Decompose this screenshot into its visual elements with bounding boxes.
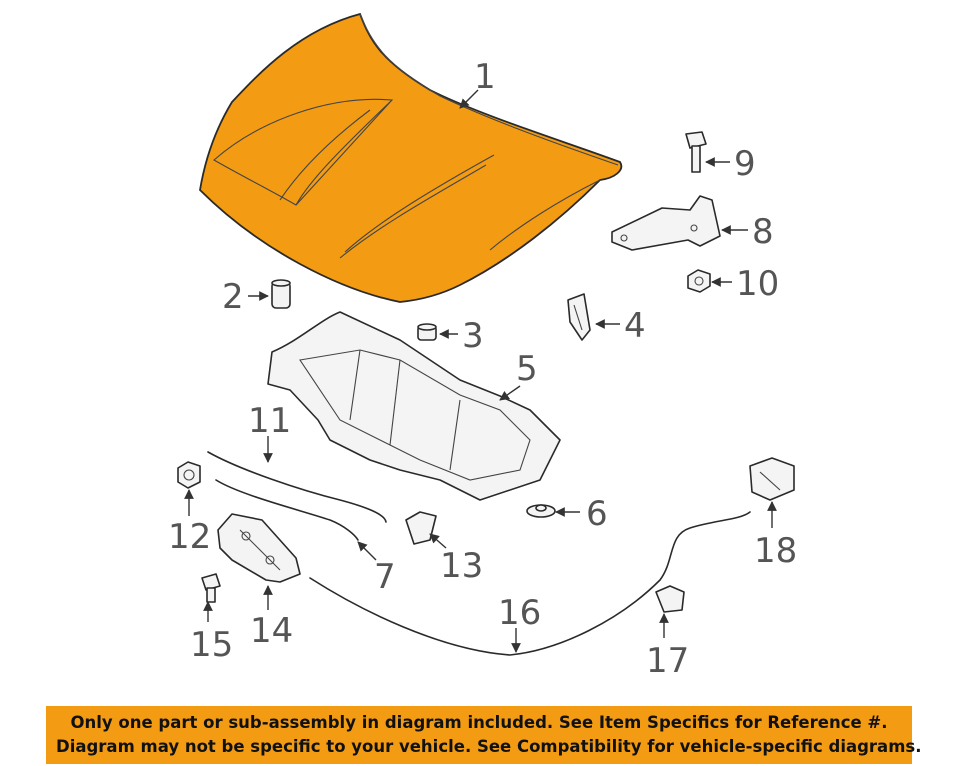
grommet-part-12 [177, 461, 201, 489]
nut-part-10 [687, 269, 711, 293]
hood-part [199, 12, 623, 303]
callout-2: 2 [222, 277, 244, 317]
clip-part-6 [526, 504, 556, 518]
bolt-part-15 [201, 573, 221, 603]
hood-insulator-part [267, 311, 561, 501]
callout-7: 7 [374, 557, 396, 597]
callout-14: 14 [250, 611, 293, 651]
clip-part-17 [655, 585, 685, 613]
callout-5: 5 [516, 349, 538, 389]
callout-12: 12 [168, 517, 211, 557]
callout-18: 18 [754, 531, 797, 571]
callout-11: 11 [248, 401, 291, 441]
callout-13: 13 [440, 546, 483, 586]
hinge-part [611, 195, 721, 251]
disclaimer-banner: Only one part or sub-assembly in diagram… [46, 706, 922, 764]
disclaimer-line-2: Diagram may not be specific to your vehi… [56, 737, 922, 756]
callout-1: 1 [474, 57, 496, 97]
callout-16: 16 [498, 593, 541, 633]
release-cable-part [309, 511, 751, 656]
callout-8: 8 [752, 212, 774, 252]
bolt-part-9 [685, 131, 707, 173]
bumper-stop-part [271, 279, 291, 309]
clip-part-13 [405, 511, 437, 545]
leader-lines [184, 89, 777, 653]
callout-17: 17 [646, 641, 689, 681]
disclaimer-line-1: Only one part or sub-assembly in diagram… [70, 713, 888, 732]
callout-6: 6 [586, 494, 608, 534]
callout-10: 10 [736, 264, 779, 304]
callout-labels: 1 2 3 4 5 6 7 8 9 10 11 12 13 14 15 16 1… [168, 57, 797, 681]
callout-9: 9 [734, 144, 756, 184]
parts-diagram: 1 2 3 4 5 6 7 8 9 10 11 12 13 14 15 16 1… [168, 12, 797, 681]
callout-3: 3 [462, 316, 484, 356]
latch-part [217, 513, 301, 583]
callout-4: 4 [624, 306, 646, 346]
release-handle-part [749, 457, 795, 501]
bracket-part-4 [567, 293, 591, 341]
prop-rod-part [207, 451, 387, 541]
callout-15: 15 [190, 625, 233, 665]
cushion-part [417, 323, 437, 341]
